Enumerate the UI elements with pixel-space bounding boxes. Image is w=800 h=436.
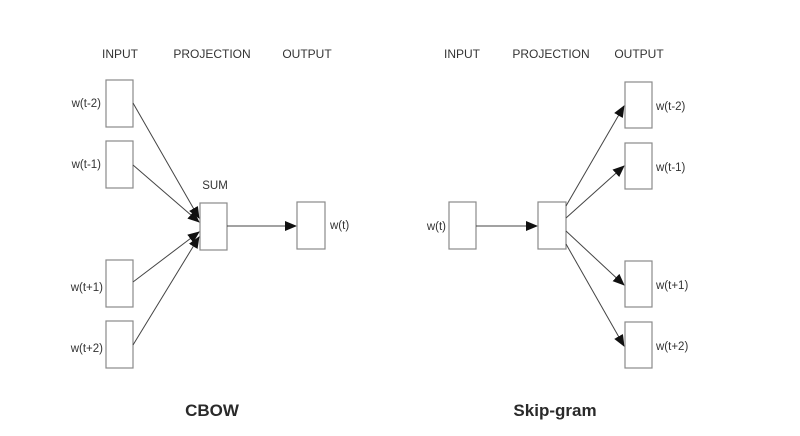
skipgram-output-label: w(t-1) (655, 162, 686, 174)
skipgram-input-box (448, 201, 477, 250)
skipgram-output-label: w(t-2) (655, 101, 686, 113)
skipgram-output-box-t+1 (624, 260, 653, 308)
skipgram-output-box-t+2 (624, 321, 653, 369)
skipgram-output-label: w(t+1) (655, 280, 688, 292)
skipgram-diagram: INPUT PROJECTION OUTPUT w(t) w(t-2) w(t-… (426, 47, 689, 420)
cbow-output-box (296, 201, 326, 250)
cbow-edge-t+2 (132, 236, 200, 346)
skipgram-output-label: w(t+2) (655, 341, 688, 353)
skipgram-header-output: OUTPUT (614, 47, 664, 61)
cbow-sum-label: SUM (202, 180, 228, 192)
skipgram-edge-t-2 (565, 105, 625, 207)
cbow-edge-t-2 (132, 102, 200, 219)
cbow-header-projection: PROJECTION (173, 47, 250, 61)
cbow-header-output: OUTPUT (282, 47, 332, 61)
cbow-input-label: w(t-1) (71, 159, 102, 171)
skipgram-header-projection: PROJECTION (512, 47, 589, 61)
skipgram-output-box-t-1 (624, 142, 653, 190)
cbow-input-box-t-2 (105, 79, 134, 128)
cbow-edge-t+1 (132, 231, 200, 283)
cbow-input-box-t-1 (105, 140, 134, 189)
cbow-input-label: w(t-2) (71, 98, 102, 110)
cbow-input-label: w(t+1) (70, 282, 103, 294)
skipgram-edge-t+1 (565, 230, 625, 286)
cbow-output-label: w(t) (329, 220, 349, 232)
cbow-input-box-t+1 (105, 259, 134, 308)
cbow-projection-box (199, 202, 228, 251)
skipgram-projection-box (537, 201, 567, 250)
skipgram-edge-t+2 (565, 243, 625, 347)
cbow-diagram: INPUT PROJECTION OUTPUT w(t-2) w(t-1) w(… (70, 47, 350, 420)
skipgram-title: Skip-gram (513, 401, 596, 420)
skipgram-edge-t-1 (565, 165, 625, 219)
cbow-title: CBOW (185, 401, 240, 420)
skipgram-output-box-t-2 (624, 81, 653, 129)
cbow-edge-t-1 (132, 164, 200, 223)
cbow-input-box-t+2 (105, 320, 134, 369)
skipgram-input-label: w(t) (426, 221, 446, 233)
cbow-input-label: w(t+2) (70, 343, 103, 355)
skipgram-header-input: INPUT (444, 47, 481, 61)
cbow-header-input: INPUT (102, 47, 139, 61)
